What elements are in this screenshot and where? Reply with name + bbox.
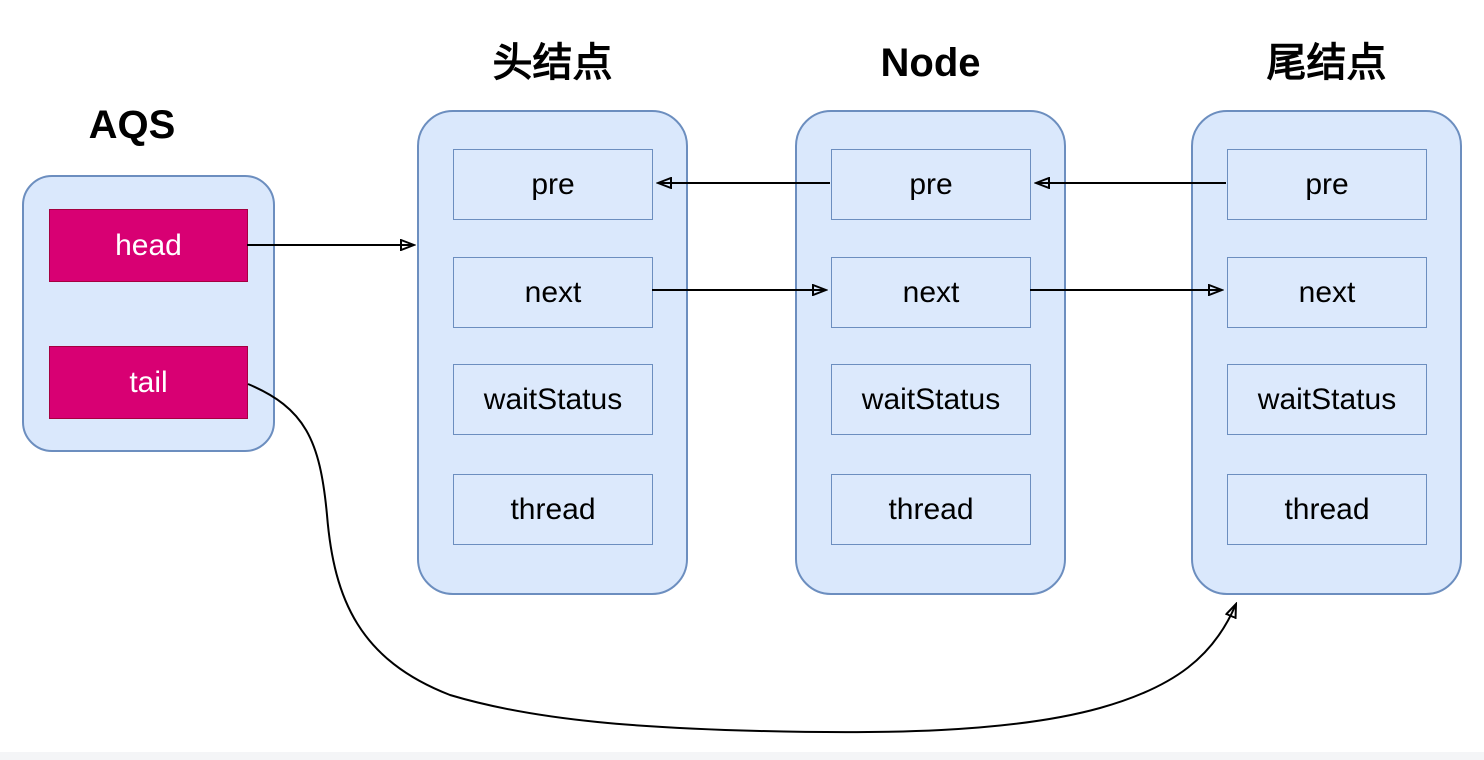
middle-node-field-thread: thread	[831, 474, 1031, 545]
middle-node-field-waitstatus: waitStatus	[831, 364, 1031, 435]
head-node-title: 头结点	[492, 41, 613, 85]
head-node-field-thread: thread	[453, 474, 653, 545]
tail-node-title: 尾结点	[1266, 41, 1387, 85]
head-node-field-waitstatus: waitStatus	[453, 364, 653, 435]
tail-node-field-waitstatus: waitStatus	[1227, 364, 1427, 435]
middle-node-field-next: next	[831, 257, 1031, 328]
aqs-title: AQS	[88, 103, 176, 147]
tail-node-field-next: next	[1227, 257, 1427, 328]
tail-node-container: pre next waitStatus thread	[1191, 110, 1462, 595]
middle-node-field-pre: pre	[831, 149, 1031, 220]
node-title: Node	[880, 41, 981, 85]
middle-node-container: pre next waitStatus thread	[795, 110, 1066, 595]
head-node-container: pre next waitStatus thread	[417, 110, 688, 595]
head-node-field-next: next	[453, 257, 653, 328]
arrow-tail-to-tailnode-curve	[247, 383, 1236, 734]
head-node-field-pre: pre	[453, 149, 653, 220]
tail-node-field-thread: thread	[1227, 474, 1427, 545]
tail-pointer-box: tail	[49, 346, 248, 419]
tail-node-field-pre: pre	[1227, 149, 1427, 220]
head-pointer-box: head	[49, 209, 248, 282]
aqs-container: head tail	[22, 175, 275, 452]
page-bottom-strip	[0, 752, 1484, 760]
